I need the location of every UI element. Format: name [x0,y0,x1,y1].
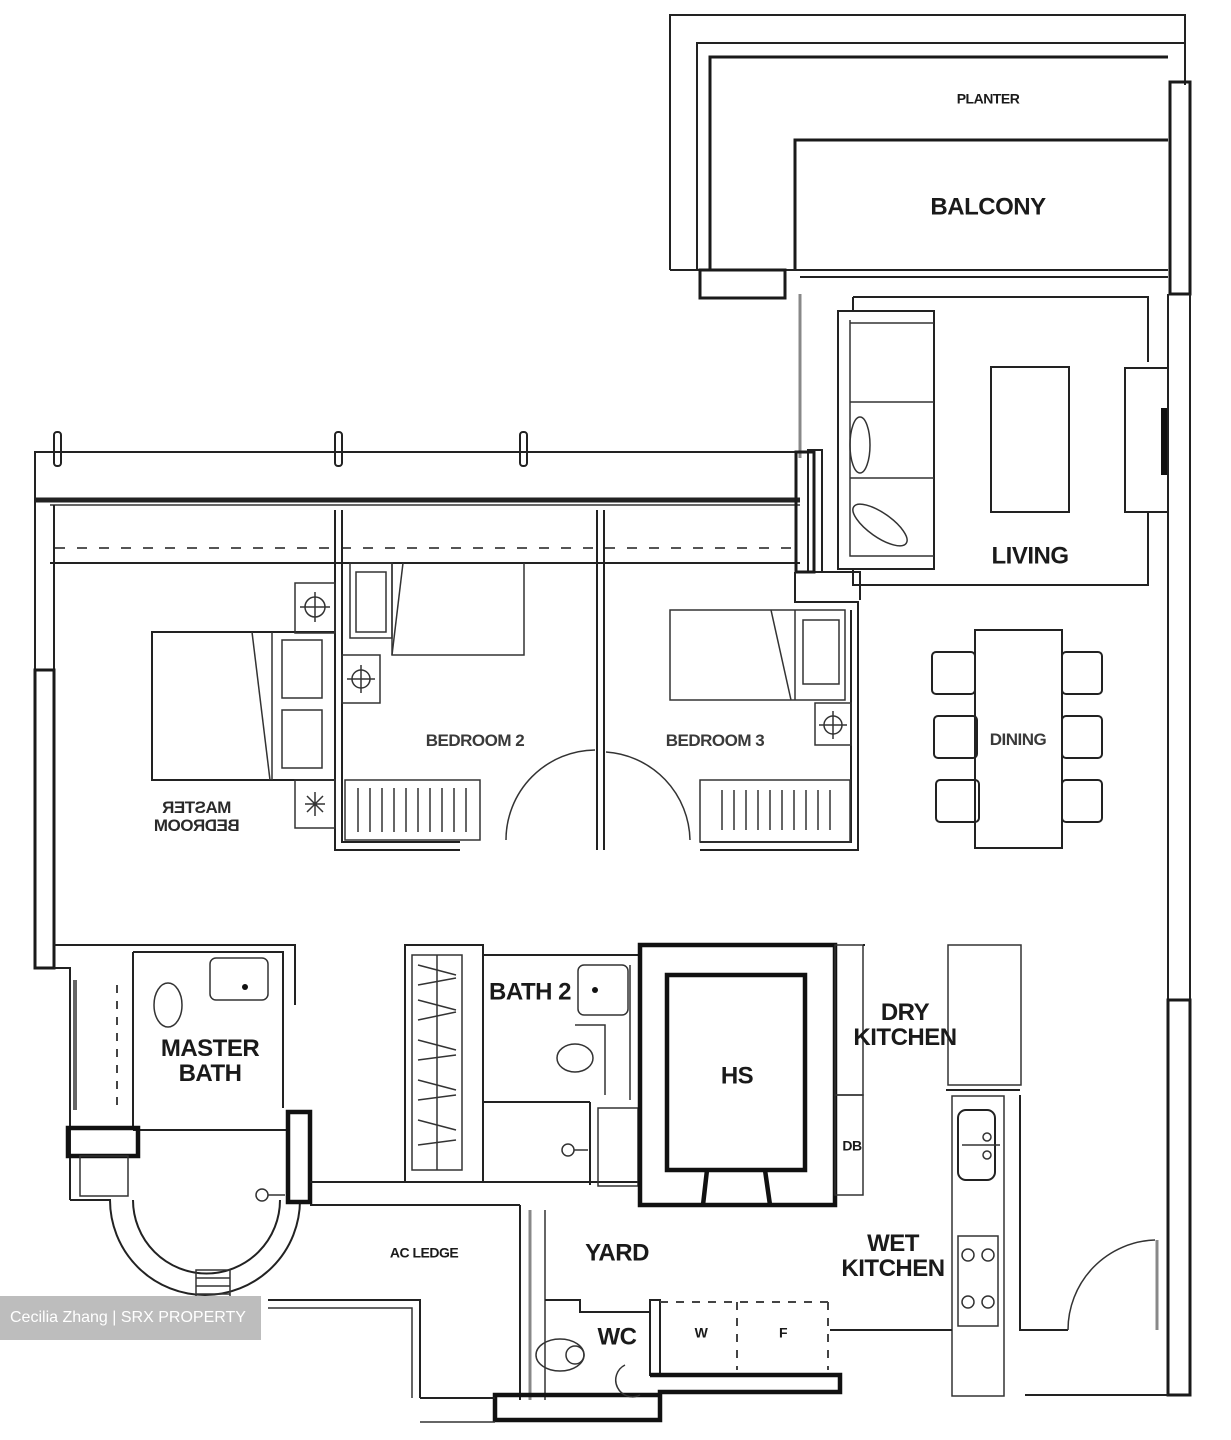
room-label-wet-kitchen-line-2: KITCHEN [841,1255,945,1282]
room-label-hs: HS [720,1062,754,1090]
bedroom-partitions [334,510,859,851]
room-label-dry-kitchen: DRY KITCHEN [853,998,957,1051]
room-label-master-bedroom-line-1: MASTER [162,798,232,818]
room-label-ac-ledge: AC LEDGE [389,1244,459,1261]
bath-2-walls [404,944,640,1187]
room-label-db: DB [842,1137,862,1154]
household-shelter [637,942,864,1208]
room-label-planter: PLANTER [956,90,1020,107]
room-label-dining: DINING [989,730,1047,750]
room-label-dry-kitchen-line-2: KITCHEN [853,1024,957,1051]
planter-balcony-walls [669,14,1192,300]
room-label-living: LIVING [991,542,1069,570]
room-label-bedroom-3: BEDROOM 3 [665,731,765,751]
room-label-washer: W [694,1324,708,1341]
living-furniture [798,294,1169,600]
corridor-walls [268,1181,640,1400]
master-bed [151,582,336,829]
room-label-wet-kitchen-line-1: WET [867,1229,919,1257]
bedroom-window-band [33,431,816,970]
room-label-wc: WC [597,1323,637,1351]
dining-table [931,629,1103,849]
room-label-master-bedroom: MASTER BEDROOM [154,798,240,835]
room-label-bath-2: BATH 2 [489,978,571,1006]
room-label-master-bath: MASTER BATH [160,1034,260,1087]
right-exterior-wall [1166,294,1192,1397]
watermark-credit: Cecilia Zhang | SRX PROPERTY [0,1296,261,1340]
room-label-balcony: BALCONY [930,193,1046,221]
bedroom-2-furniture [341,562,525,841]
room-label-fridge: F [778,1324,788,1341]
room-label-wet-kitchen: WET KITCHEN [841,1229,945,1282]
yard-service-area [420,1299,952,1423]
bedroom-3-furniture [669,609,852,843]
room-label-dry-kitchen-line-1: DRY [880,998,930,1026]
room-label-master-bath-line-2: BATH [178,1060,242,1087]
room-label-yard: YARD [585,1239,649,1267]
room-label-bedroom-2: BEDROOM 2 [425,731,525,751]
room-label-master-bath-line-1: MASTER [160,1034,260,1062]
kitchen-fixtures [863,944,1168,1397]
room-label-master-bedroom-line-2: BEDROOM [154,816,240,835]
master-bath-walls [54,944,313,1301]
